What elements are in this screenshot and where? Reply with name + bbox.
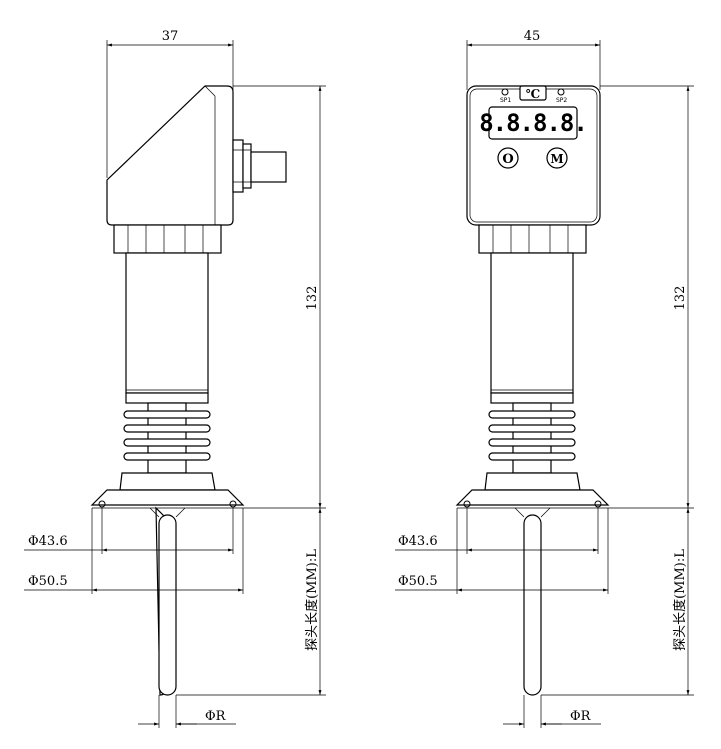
button-o-label: O — [502, 152, 513, 167]
right-probe-diameter: ΦR — [570, 709, 592, 724]
display-panel: SP1 SP2 ℃ 8.8.8.8. O M — [479, 85, 588, 169]
button-m — [546, 147, 568, 169]
sp2-led-icon — [557, 88, 565, 96]
sp1-led-icon — [501, 88, 509, 96]
right-height-dimension: 132 — [673, 286, 688, 311]
left-hex-nut — [113, 224, 222, 254]
left-tube — [125, 252, 209, 394]
left-connector — [232, 139, 287, 193]
left-side-view: 37 132 探头长度(MM):L Φ43.6 Φ50.5 ΦR — [24, 29, 326, 728]
right-probe-length-label: 探头长度(MM):L — [672, 549, 688, 651]
left-angled-head — [106, 85, 234, 226]
right-diameter-50-5: Φ50.5 — [398, 574, 438, 589]
sp1-label: SP1 — [500, 97, 511, 104]
right-cooling-fins — [488, 402, 576, 474]
left-diameter-43-6: Φ43.6 — [28, 534, 68, 549]
right-clamp-flange — [455, 472, 610, 509]
right-tube — [490, 252, 574, 394]
left-cooling-fins — [123, 402, 211, 474]
left-diameter-50-5: Φ50.5 — [28, 574, 68, 589]
right-probe-rod — [523, 514, 542, 696]
left-width-dimension: 37 — [162, 29, 179, 44]
celsius-unit: ℃ — [526, 87, 540, 101]
right-width-dimension: 45 — [524, 29, 541, 44]
left-probe-length-label: 探头长度(MM):L — [304, 549, 320, 651]
sp2-label: SP2 — [556, 97, 567, 104]
left-height-dimension: 132 — [305, 286, 320, 311]
right-front-view: SP1 SP2 ℃ 8.8.8.8. O M — [395, 29, 694, 728]
button-m-label: M — [550, 152, 563, 166]
left-probe-rod — [158, 514, 177, 696]
button-o — [497, 147, 519, 169]
seven-segment-digits: 8.8.8.8. — [479, 109, 587, 137]
right-diameter-43-6: Φ43.6 — [398, 534, 438, 549]
left-clamp-flange — [90, 472, 245, 509]
left-probe-diameter: ΦR — [205, 709, 227, 724]
right-hex-nut — [478, 224, 587, 254]
